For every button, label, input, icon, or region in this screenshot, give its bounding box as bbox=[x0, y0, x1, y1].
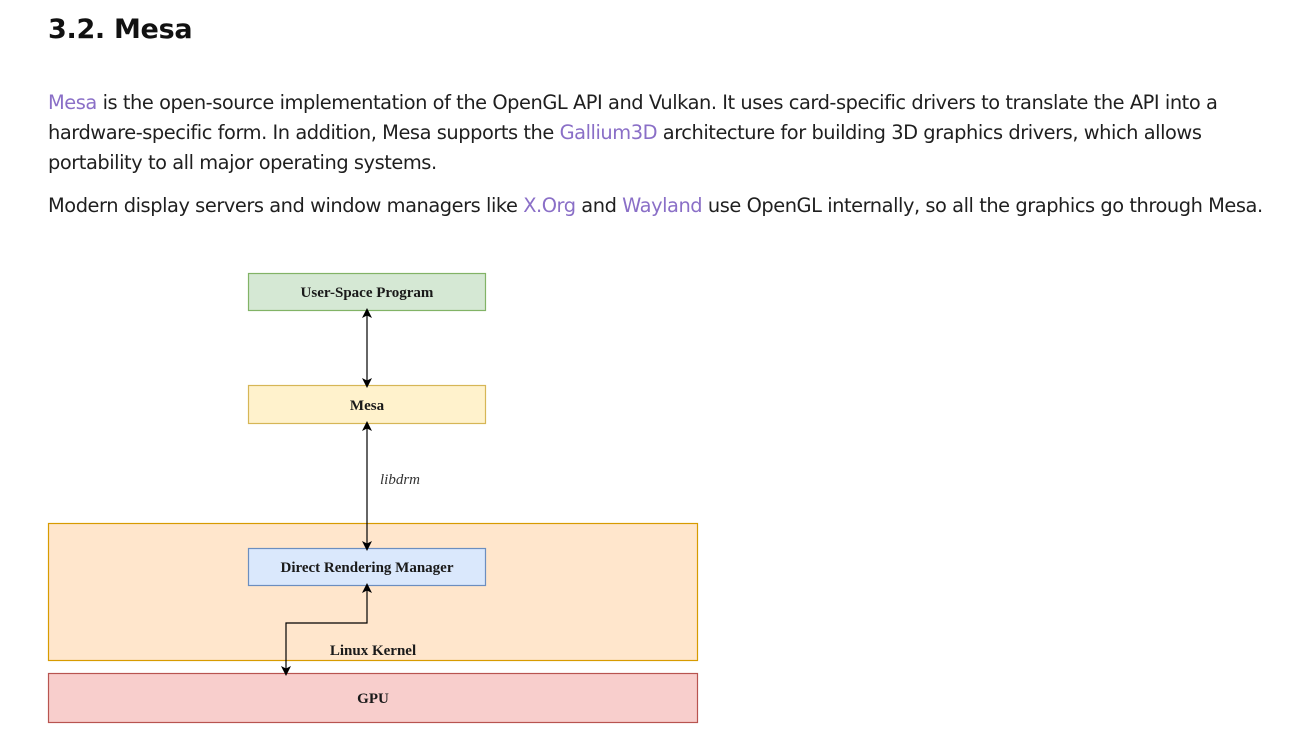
paragraph-mesa-intro: Mesa is the open-source implementation o… bbox=[48, 88, 1263, 178]
mesa-box bbox=[247, 384, 487, 425]
linux-kernel-box bbox=[47, 522, 699, 662]
mesa-label: Mesa bbox=[350, 398, 385, 414]
drm-gpu-arrow bbox=[281, 583, 372, 676]
paragraph-text: use OpenGL internally, so all the graphi… bbox=[702, 194, 1263, 217]
mesa-link[interactable]: Mesa bbox=[48, 91, 97, 114]
user-space-program-label: User-Space Program bbox=[301, 285, 434, 301]
paragraph-text: Modern display servers and window manage… bbox=[48, 194, 524, 217]
wayland-link[interactable]: Wayland bbox=[622, 194, 703, 217]
paragraph-display-servers: Modern display servers and window manage… bbox=[48, 191, 1263, 221]
gallium3d-link[interactable]: Gallium3D bbox=[559, 121, 658, 144]
gpu-label: GPU bbox=[357, 691, 389, 707]
paragraph-text: architecture for building 3D graphics dr… bbox=[48, 121, 1202, 174]
paragraph-text: is the open-source implementation of the… bbox=[48, 91, 1218, 144]
section-heading: 3.2. Mesa bbox=[48, 14, 193, 45]
xorg-link[interactable]: X.Org bbox=[523, 194, 576, 217]
drm-label: Direct Rendering Manager bbox=[280, 560, 453, 576]
user-space-program-box bbox=[247, 272, 487, 312]
linux-kernel-label: Linux Kernel bbox=[330, 643, 416, 659]
libdrm-label: libdrm bbox=[380, 472, 420, 488]
paragraph-text: and bbox=[575, 194, 623, 217]
drm-box bbox=[247, 547, 487, 587]
gpu-box bbox=[47, 672, 699, 724]
